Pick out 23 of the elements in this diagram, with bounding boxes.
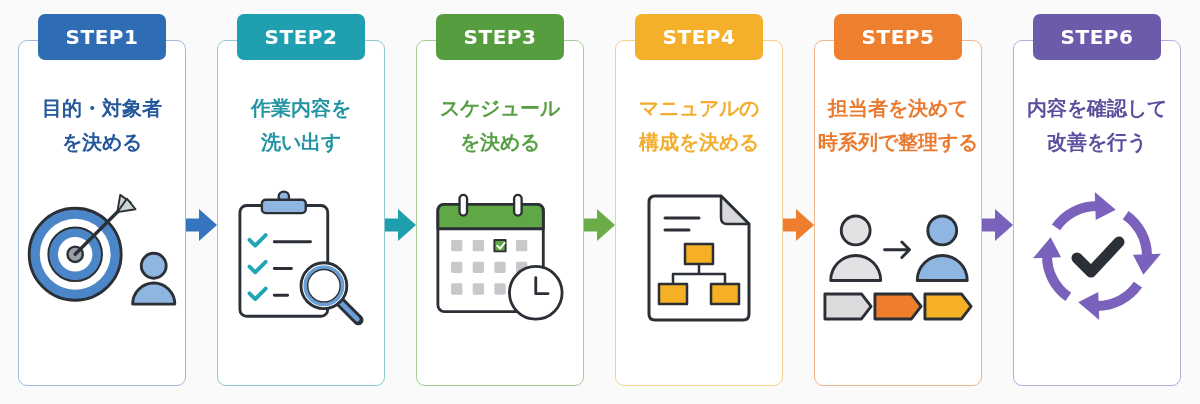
- step-tab: STEP3: [436, 14, 564, 60]
- step-tab: STEP1: [38, 14, 166, 60]
- step-title: 担当者を決めて時系列で整理する: [817, 95, 979, 156]
- step-tab: STEP4: [635, 14, 763, 60]
- arrow: [584, 209, 615, 241]
- arrow: [982, 209, 1013, 241]
- step-card: [18, 14, 186, 386]
- step-card: [1013, 14, 1181, 386]
- step-card: [814, 14, 982, 386]
- step-tab: STEP2: [237, 14, 365, 60]
- step-title: 目的・対象者を決める: [41, 95, 163, 156]
- arrow: [385, 209, 416, 241]
- step-title: スケジュールを決める: [439, 95, 562, 156]
- step-tab: STEP5: [834, 14, 962, 60]
- step-card: [615, 14, 783, 386]
- step-title: 内容を確認して改善を行う: [1026, 95, 1168, 156]
- arrow: [186, 209, 217, 241]
- step-card: [217, 14, 385, 386]
- step-title: マニュアルの構成を決める: [637, 95, 760, 156]
- step-tab: STEP6: [1033, 14, 1161, 60]
- arrow: [783, 209, 814, 241]
- step-title: 作業内容を洗い出す: [249, 95, 352, 156]
- step-card: [416, 14, 584, 386]
